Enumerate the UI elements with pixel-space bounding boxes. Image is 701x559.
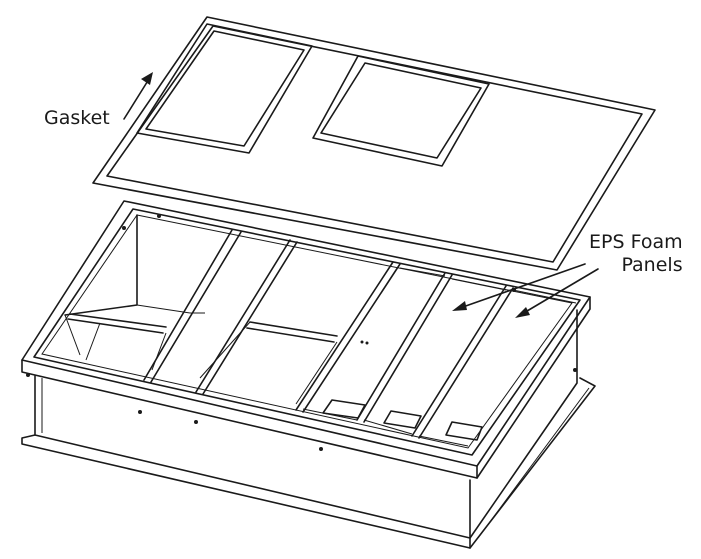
curb-box: [21, 200, 596, 549]
curb-rim-inner: [33, 208, 581, 456]
leader-lines: [123, 72, 599, 318]
eps-leader-2: [521, 268, 599, 315]
curb-front-wall-bottom: [21, 434, 471, 549]
fastener: [26, 373, 30, 377]
gasket-opening-left: [136, 23, 313, 154]
curb-side-lip: [476, 296, 591, 479]
gasket-opening-right-inner: [320, 62, 482, 159]
fastener: [122, 226, 126, 230]
fastener: [365, 341, 369, 345]
floor-line-center: [295, 341, 338, 405]
gasket-label: Gasket: [44, 107, 110, 129]
eps-foam-panels-label: EPS Foam Panels: [589, 231, 683, 277]
gasket-opening-left-inner: [145, 30, 305, 147]
panel-cutout-3: [445, 421, 483, 441]
cross-rail-2: [195, 239, 298, 395]
inner-back-wall-edge: [136, 304, 191, 314]
cross-rail-1: [143, 229, 242, 383]
gasket-arrowhead: [141, 72, 153, 85]
curb-right-flange: [469, 377, 596, 549]
fastener: [138, 410, 142, 414]
gasket-opening-right: [312, 55, 490, 167]
panel-cutout-1: [322, 399, 366, 419]
floor-line-mid: [190, 312, 251, 379]
curb-right-flange-inner: [477, 387, 590, 539]
eps-arrowhead-1: [452, 301, 467, 311]
fastener: [157, 214, 161, 218]
eps-leader-1: [459, 263, 586, 309]
curb-rim-outer: [21, 200, 591, 467]
eps-panel-right: [418, 289, 577, 447]
long-bar-mid: [246, 321, 338, 343]
fastener: [194, 420, 198, 424]
gasket-leader: [123, 78, 150, 120]
cross-rail-3: [295, 261, 401, 413]
curb-front-wall: [34, 375, 471, 539]
eps-label-line1: EPS Foam: [589, 231, 683, 253]
fastener: [319, 447, 323, 451]
gasket-outer-edge: [92, 16, 656, 271]
panel-cutout-2: [383, 410, 422, 429]
gasket: [92, 16, 656, 271]
floor-line-left: [64, 314, 167, 371]
cross-rail-4: [356, 272, 453, 423]
eps-panel-mid: [363, 278, 507, 435]
fastener: [360, 340, 364, 344]
curb-front-lip: [21, 359, 478, 479]
long-bar-left: [67, 313, 167, 334]
eps-arrowhead-2: [515, 307, 530, 318]
eps-label-line2: Panels: [621, 254, 683, 276]
fastener: [573, 368, 577, 372]
curb-right-wall: [469, 309, 578, 539]
curb-rim-inner-2: [41, 214, 573, 449]
cross-rail-5: [411, 285, 514, 439]
